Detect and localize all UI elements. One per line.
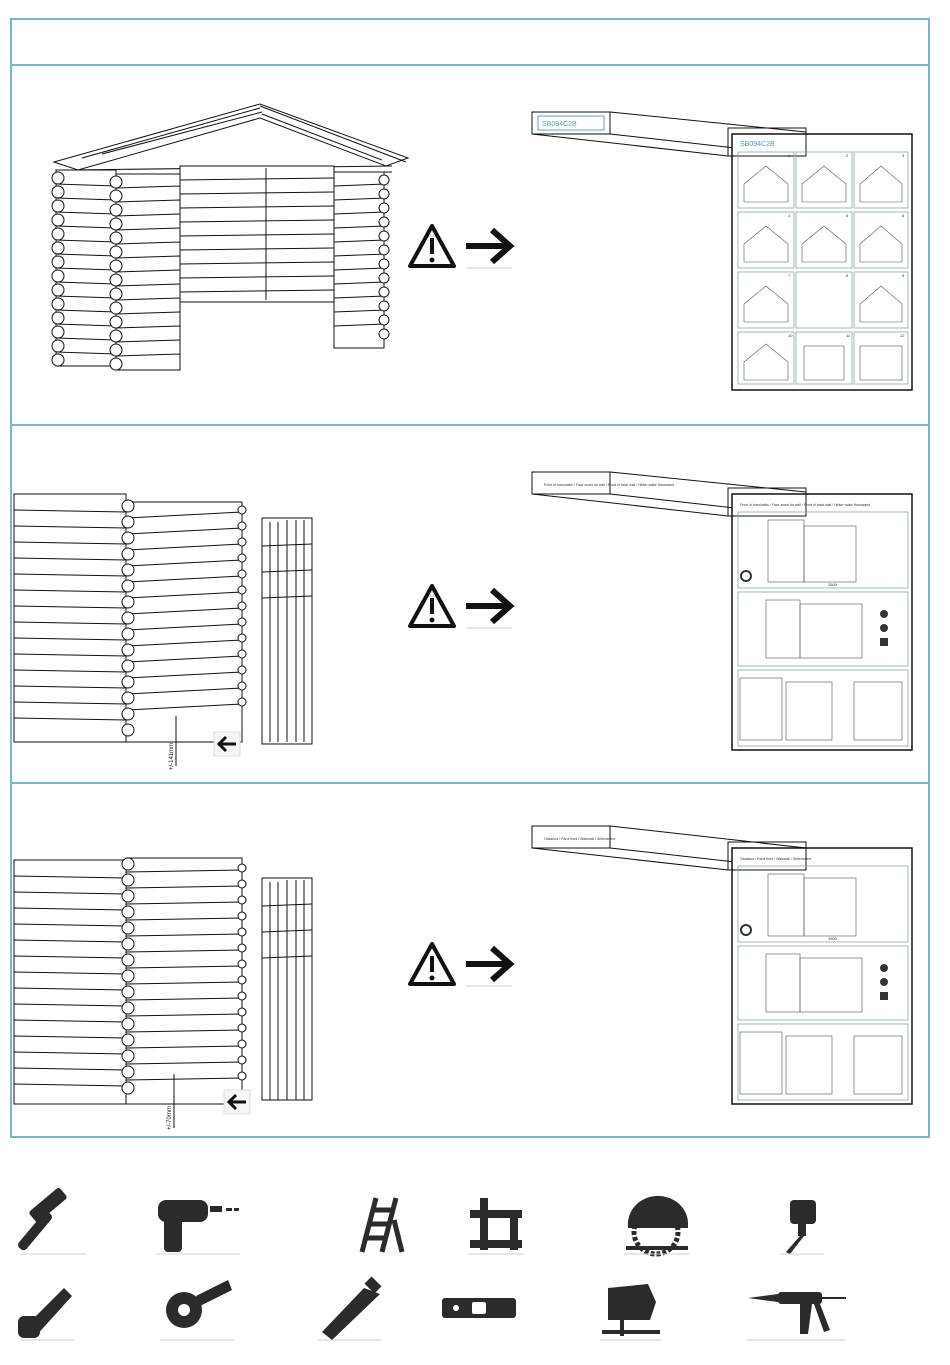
header-band [12,20,928,66]
warning-icon [408,584,456,628]
tape-measure-icon [160,1280,234,1341]
drill-icon [156,1200,240,1255]
step-panel-1: SB094C2B [12,66,928,424]
manual-page-thumbnail: Front of barn/walls / Face avant du wall… [727,487,913,751]
thumb-label: 4 [788,213,791,218]
warning-icon [408,224,456,268]
wall-door-drawing: +/-70mm Ossatura / [13,825,913,1130]
ladder-icon [359,1197,405,1253]
arrow-left-icon [223,1089,251,1115]
gear-icon [740,924,752,936]
zoom-callout [531,111,807,157]
utility-knife-icon [318,1276,382,1341]
manual-caption: Ossatura / Paroi front / Walewall / Seit… [740,857,811,861]
hole-saw-icon [780,1200,824,1255]
log-cabin-drawing: SB094C2B [51,103,913,391]
hammer-icon [18,1188,86,1255]
dimension-small: 2600 [828,582,838,587]
arrow-right-icon [466,945,515,987]
screw-icon [880,610,888,646]
thumb-label: 10 [788,333,793,338]
thumb-label: 7 [788,273,791,278]
thumb-label: 11 [846,333,851,338]
arrow-left-icon [213,731,241,757]
dimension-label: +/-70mm [167,1106,173,1130]
callout-code: SB094C2B [542,121,577,128]
zoom-callout [531,825,807,871]
warning-icon [408,942,456,986]
callout-caption: Front of barn/walls / Face avant du wall… [544,483,674,487]
manual-code: SB094C2B [740,141,775,148]
instruction-frame: SB094C2B [10,18,930,1138]
manual-page-thumbnail: Ossatura / Paroi front / Walewall / Seit… [727,841,913,1105]
thumb-label: 8 [846,273,849,278]
dimension-label: +/-141mm [169,743,175,770]
manual-page-thumbnail: SB094C2B 1 2 3 4 5 6 7 8 9 10 11 12 [727,127,913,391]
gear-icon [740,570,752,582]
caulking-gun-icon [746,1292,846,1341]
jigsaw-icon [600,1284,662,1341]
spirit-level-icon [442,1298,516,1318]
thumb-label: 3 [902,153,905,158]
thumb-label: 6 [902,213,905,218]
step-panel-3: +/-70mm Ossatura / [12,782,928,1138]
thumb-label: 12 [900,333,905,338]
arrow-right-icon [466,587,515,629]
arrow-right-icon [466,227,515,269]
screw-icon [880,964,888,1000]
thumb-label: 1 [788,153,791,158]
zoom-callout [531,471,807,517]
thumb-label: 9 [902,273,905,278]
circular-saw-icon [624,1195,690,1257]
callout-caption: Ossatura / Paroi front / Walewall / Seit… [544,837,615,841]
hand-saw-icon [18,1288,74,1341]
tool-icons [0,1180,950,1360]
thumb-label: 5 [846,213,849,218]
manual-caption: Front of barn/walls / Face avant du wall… [740,503,870,507]
step-panel-2: +/-141mm Front of b [12,424,928,782]
square-icon [468,1198,524,1255]
wall-door-drawing: +/-141mm Front of b [13,471,913,770]
dimension-small: 1900 [828,936,838,941]
thumb-label: 2 [846,153,849,158]
